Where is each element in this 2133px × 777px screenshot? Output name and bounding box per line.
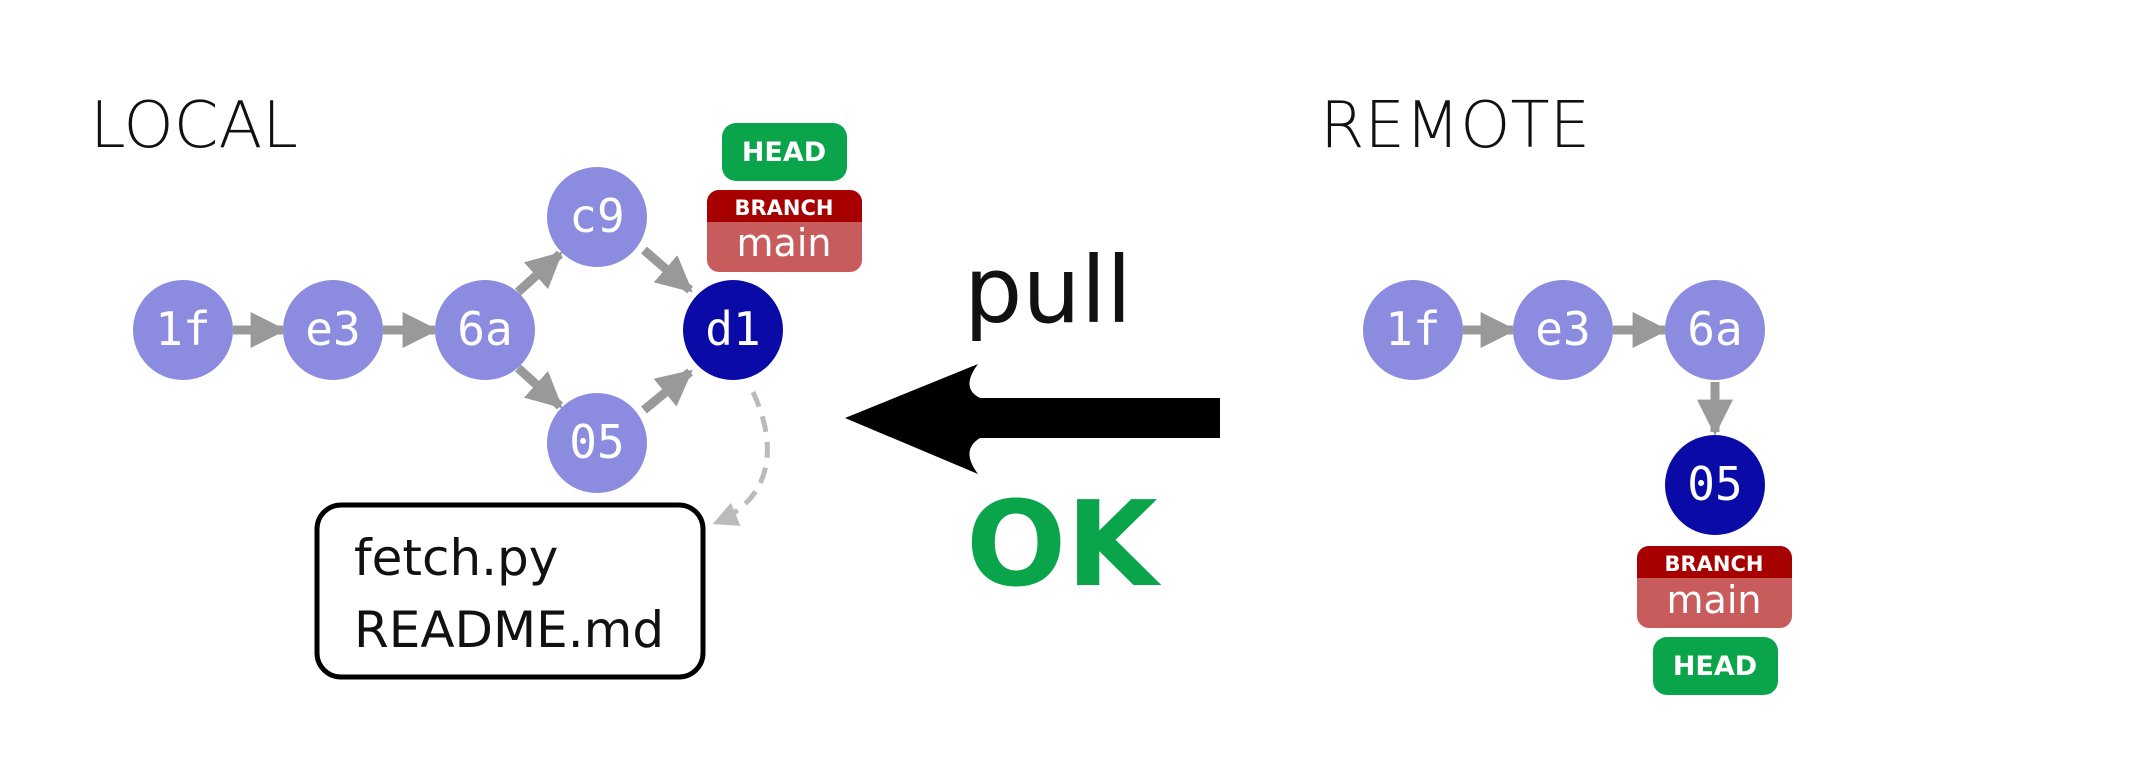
commit-label: 1f [1385, 302, 1440, 356]
local-commit-6a: 6a [435, 280, 535, 380]
commit-label: e3 [305, 302, 360, 356]
local-edge-6a-c9 [514, 250, 564, 296]
head-label: HEAD [1673, 651, 1757, 682]
local-edge-6a-05 [514, 364, 564, 410]
local-edge-05-d1 [641, 368, 693, 414]
remote-edges [1463, 312, 1733, 436]
pull-arrow [845, 364, 1220, 474]
local-commit-1f: 1f [133, 280, 233, 380]
remote-commit-6a: 6a [1665, 280, 1765, 380]
checkout-dashed-arrow [712, 390, 770, 526]
remote-title: REMOTE [1320, 89, 1590, 163]
branch-tag: BRANCH [735, 196, 834, 220]
commit-label: d1 [705, 302, 760, 356]
commit-label: e3 [1535, 302, 1590, 356]
head-label: HEAD [742, 137, 826, 168]
commit-label: 6a [1687, 302, 1742, 356]
local-edges [233, 246, 693, 414]
local-head-badge: HEAD [722, 123, 847, 181]
local-branch-badge: BRANCH main [707, 190, 862, 272]
remote-commit-05: 05 [1665, 435, 1765, 535]
commit-label: 6a [457, 302, 512, 356]
remote-commit-e3: e3 [1513, 280, 1613, 380]
remote-commit-1f: 1f [1363, 280, 1463, 380]
branch-name: main [1667, 578, 1762, 622]
remote-head-badge: HEAD [1653, 637, 1778, 695]
local-title: LOCAL [90, 89, 298, 163]
commit-label: c9 [569, 189, 624, 243]
file-item: fetch.py [354, 529, 558, 587]
branch-name: main [737, 221, 832, 265]
commit-label: 05 [1687, 457, 1742, 511]
result-label: OK [966, 475, 1162, 613]
local-commit-c9: c9 [547, 167, 647, 267]
remote-branch-badge: BRANCH main [1637, 546, 1792, 628]
local-commit-d1: d1 [683, 280, 783, 380]
local-commit-05: 05 [547, 393, 647, 493]
commit-label: 05 [569, 415, 624, 469]
operation-label: pull [964, 237, 1132, 344]
local-edge-c9-d1 [641, 246, 693, 294]
local-commit-e3: e3 [283, 280, 383, 380]
working-files-box: fetch.py README.md [314, 502, 706, 680]
branch-tag: BRANCH [1665, 552, 1764, 576]
commit-label: 1f [155, 302, 210, 356]
file-item: README.md [354, 601, 664, 659]
